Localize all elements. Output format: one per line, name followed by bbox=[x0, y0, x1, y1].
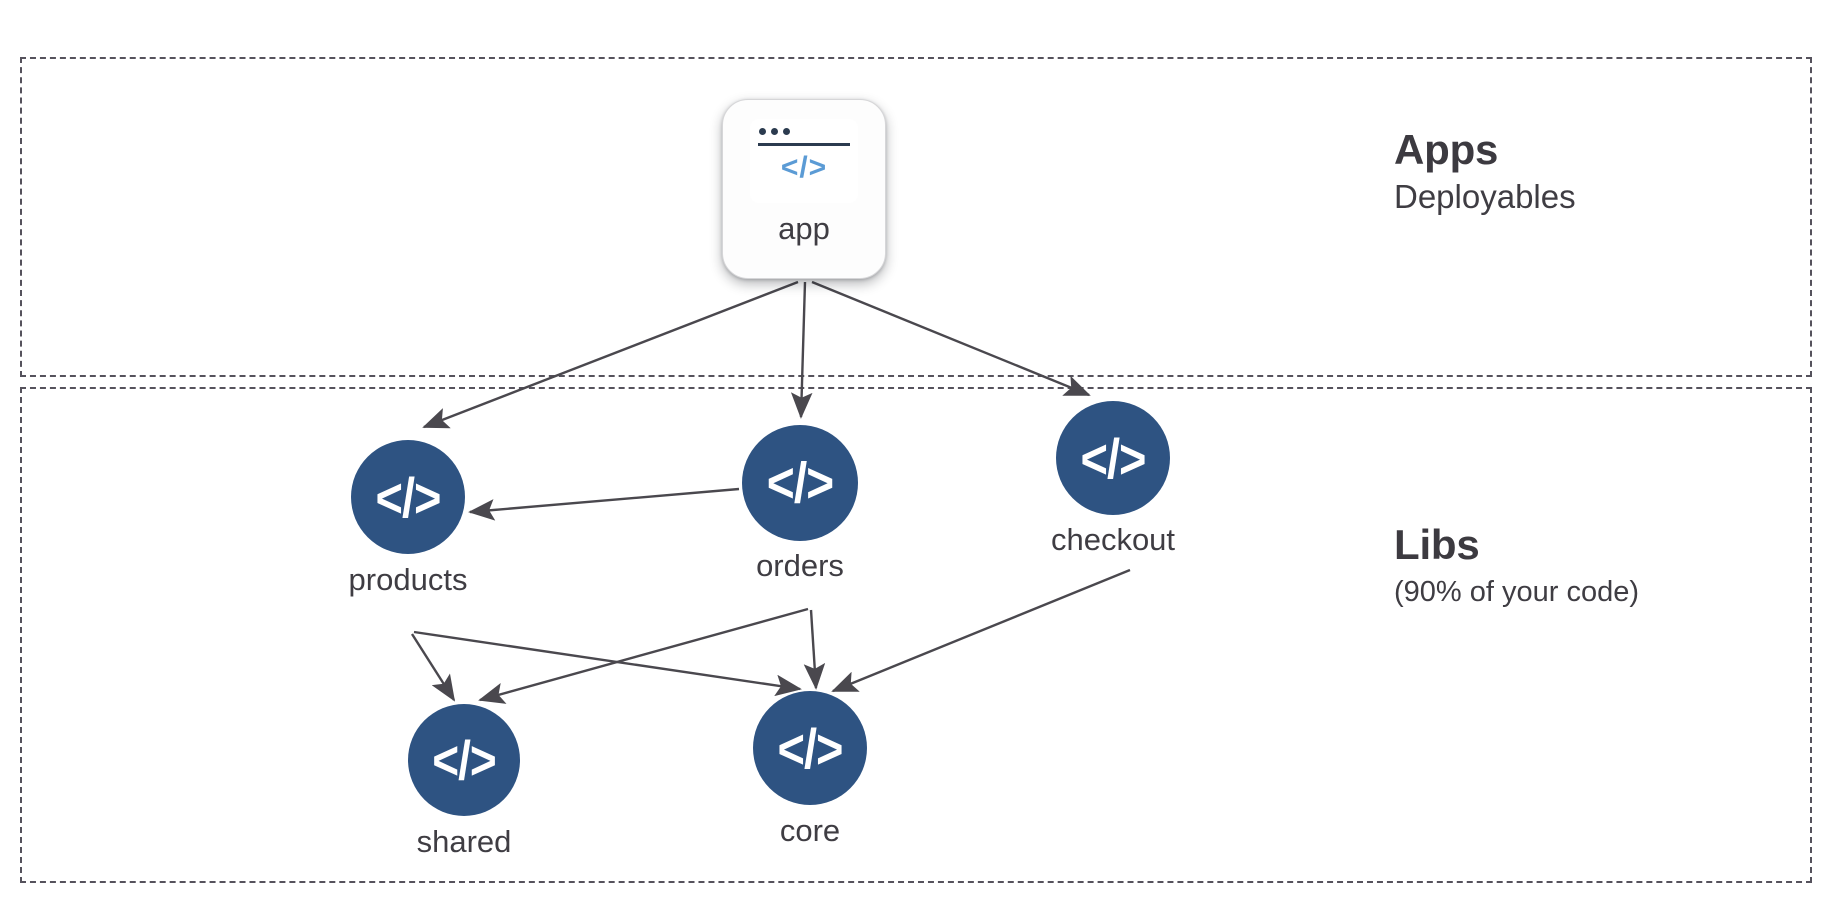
code-brackets-icon: </> bbox=[777, 716, 844, 780]
node-app-label: app bbox=[778, 211, 830, 246]
node-core-disc[interactable]: </> bbox=[753, 691, 867, 805]
node-checkout-disc[interactable]: </> bbox=[1056, 401, 1170, 515]
region-apps-subtitle: Deployables bbox=[1394, 178, 1576, 216]
code-brackets-icon: </> bbox=[375, 465, 442, 529]
node-products-label: products bbox=[348, 562, 468, 597]
code-brackets-icon: </> bbox=[780, 151, 828, 184]
code-brackets-icon: </> bbox=[432, 729, 497, 791]
region-libs-subtitle: (90% of your code) bbox=[1394, 576, 1640, 609]
node-products-disc[interactable]: </> bbox=[351, 440, 465, 554]
region-libs-title: Libs bbox=[1394, 521, 1480, 568]
browser-code-icon: </> bbox=[750, 119, 858, 203]
node-core-label: core bbox=[779, 813, 841, 848]
node-shared-label: shared bbox=[416, 824, 512, 859]
region-apps-title: Apps bbox=[1394, 126, 1499, 173]
region-apps bbox=[20, 57, 1812, 377]
node-shared-disc[interactable]: </> bbox=[408, 704, 520, 816]
window-rule-divider bbox=[758, 143, 850, 146]
code-brackets-icon: </> bbox=[1080, 426, 1147, 490]
node-orders-disc[interactable]: </> bbox=[742, 425, 858, 541]
region-apps-legend: Apps Deployables bbox=[1394, 126, 1576, 216]
window-dots-icon bbox=[759, 128, 790, 135]
node-orders-label: orders bbox=[756, 548, 844, 583]
code-brackets-icon: </> bbox=[766, 451, 834, 515]
region-libs-legend: Libs (90% of your code) bbox=[1394, 521, 1639, 609]
region-libs bbox=[20, 387, 1812, 883]
node-checkout-label: checkout bbox=[1050, 522, 1176, 557]
node-app[interactable]: </> app bbox=[722, 99, 886, 279]
